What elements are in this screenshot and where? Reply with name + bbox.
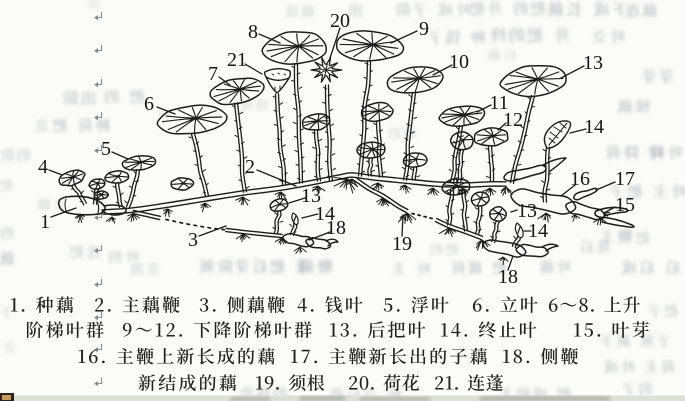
svg-text:9: 9 [419, 18, 429, 40]
svg-text:13: 13 [517, 200, 537, 222]
svg-text:21: 21 [227, 49, 247, 71]
svg-text:19: 19 [392, 233, 412, 255]
svg-text:6: 6 [144, 93, 154, 115]
svg-text:20: 20 [330, 10, 350, 32]
svg-text:11: 11 [489, 92, 508, 114]
svg-text:13: 13 [583, 52, 603, 74]
svg-text:14: 14 [315, 203, 335, 225]
svg-text:2: 2 [245, 156, 255, 178]
svg-text:5: 5 [101, 138, 111, 160]
svg-text:17: 17 [615, 168, 635, 190]
svg-text:4: 4 [38, 156, 48, 178]
svg-text:16: 16 [570, 168, 590, 190]
svg-text:14: 14 [528, 220, 548, 242]
svg-text:10: 10 [449, 51, 469, 73]
svg-text:7: 7 [208, 63, 218, 85]
svg-text:14: 14 [584, 116, 604, 138]
svg-text:3: 3 [188, 229, 198, 251]
svg-text:13: 13 [301, 185, 321, 207]
svg-text:8: 8 [248, 21, 258, 43]
svg-text:12: 12 [503, 109, 523, 131]
svg-text:18: 18 [326, 217, 346, 239]
svg-text:1: 1 [40, 211, 50, 233]
svg-text:15: 15 [615, 194, 635, 216]
svg-text:18: 18 [498, 266, 518, 288]
